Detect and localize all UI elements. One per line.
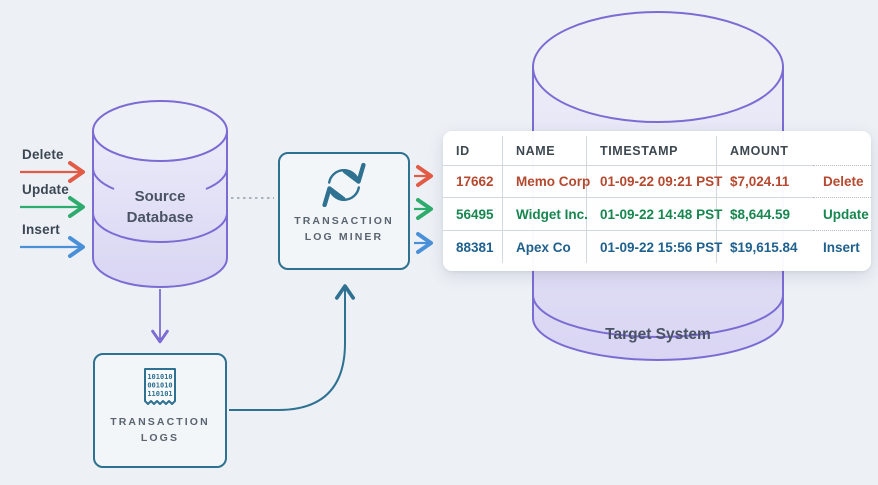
table-row-cell: 01-09-22 09:21 PST [587, 166, 722, 198]
sync-cycle-icon [322, 163, 366, 207]
table-row-cell: 88381 [443, 231, 503, 263]
miner-label: TRANSACTION LOG MINER [294, 213, 394, 245]
table-row-cell: $8,644.59 [717, 198, 813, 231]
binary-line-3: 110101 [147, 390, 172, 398]
logs-to-miner-arrow [229, 284, 355, 411]
col-header-id: ID [443, 136, 503, 166]
table-row-cell: Apex Co [503, 231, 587, 263]
table-row-cell: 17662 [443, 166, 503, 198]
col-header-action [813, 136, 871, 166]
col-header-amount: AMOUNT [717, 136, 813, 166]
transaction-log-miner-box: TRANSACTION LOG MINER [278, 152, 410, 270]
receipt-binary-icon: 101010 001010 110101 [144, 368, 176, 405]
table-row-cell: 56495 [443, 198, 503, 231]
binary-line-1: 101010 [147, 373, 172, 381]
miner-label-line2: LOG MINER [304, 231, 384, 243]
change-events-table-card: ID NAME TIMESTAMP AMOUNT 17662 Memo Corp… [443, 131, 871, 271]
col-header-name: NAME [503, 136, 587, 166]
table-row-cell: 01-09-22 14:48 PST [587, 198, 722, 231]
source-database-label-line1: Source [134, 188, 186, 205]
logs-label-line1: TRANSACTION [110, 416, 210, 428]
row-action-badge: Delete [813, 166, 871, 198]
row-action-badge: Update [813, 198, 871, 231]
row-action-badge: Insert [823, 239, 860, 255]
source-database-label: Source Database [93, 186, 227, 228]
delete-event-label: Delete [22, 147, 64, 162]
source-database-cylinder [91, 100, 229, 288]
change-events-table: ID NAME TIMESTAMP AMOUNT 17662 Memo Corp… [443, 136, 871, 263]
logs-label: TRANSACTION LOGS [110, 414, 210, 446]
table-row-cell: 01-09-22 15:56 PST [587, 231, 722, 263]
source-database-label-line2: Database [126, 209, 194, 226]
table-row-cell: Memo Corp [503, 166, 590, 198]
binary-line-2: 001010 [147, 382, 172, 390]
insert-event-label: Insert [22, 222, 60, 237]
table-row-cell: $7,024.11 [717, 166, 813, 198]
table-row-cell: $19,615.84 [730, 239, 798, 255]
target-system-label: Target System [605, 326, 711, 343]
transaction-logs-box: 101010 001010 110101 TRANSACTION LOGS [93, 353, 227, 468]
logs-label-line2: LOGS [140, 432, 180, 444]
update-event-label: Update [22, 182, 69, 197]
miner-label-line1: TRANSACTION [294, 215, 394, 227]
table-row-cell: Widget Inc. [503, 198, 588, 231]
col-header-timestamp: TIMESTAMP [587, 136, 717, 166]
